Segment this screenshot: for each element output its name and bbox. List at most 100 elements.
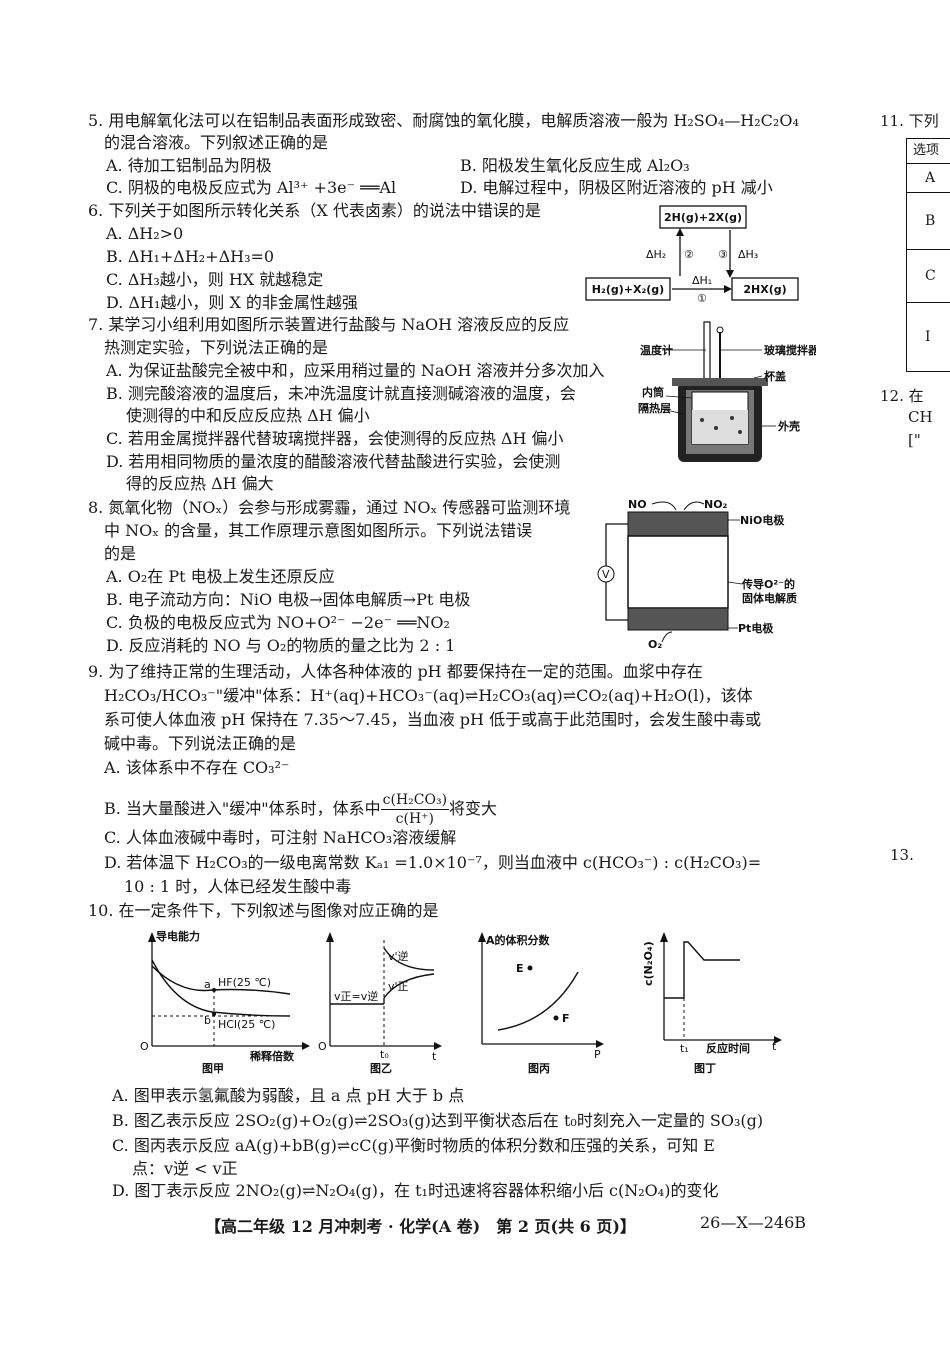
q7-stem-line2: 热测定实验，下列说法正确的是 [104, 338, 329, 357]
point-f [553, 1015, 559, 1021]
point-b [212, 1012, 216, 1016]
q6-dh1-label: ΔH₁ [692, 274, 712, 287]
no2-label: NO₂ [704, 498, 728, 511]
q6-top-box-label: 2H(g)+2X(g) [664, 211, 742, 224]
q7-option-d-line2: 得的反应热 ΔH 偏大 [126, 474, 274, 493]
q5-stem-line1: 5. 用电解氧化法可以在铝制品表面形成致密、耐腐蚀的氧化膜，电解质溶液一般为 H… [88, 111, 799, 130]
q9-stem-line2: H₂CO₃/HCO₃⁻"缓冲"体系：H⁺(aq)+HCO₃⁻(aq)⇌H₂CO₃… [104, 686, 753, 705]
q6-option-a: A. ΔH₂>0 [106, 224, 184, 243]
q7-option-d-line1: D. 若用相同物质的量浓度的醋酸溶液代替盐酸进行实验，会使测 [106, 452, 561, 471]
right-table-row-d: I [925, 329, 931, 345]
electrolyte-label-2: 固体电解质 [742, 591, 797, 605]
q6-dh2-label: ΔH₂ [646, 248, 666, 261]
q7-option-a: A. 为保证盐酸完全被中和，应采用稍过量的 NaOH 溶液并分多次加入 [106, 361, 605, 380]
q10-graph-bing: E F A的体积分数 P 图丙 [478, 932, 604, 1075]
q8-option-b: B. 电子流动方向：NiO 电极→固体电解质→Pt 电极 [106, 590, 471, 609]
q7-calorimeter-diagram: 温度计 玻璃搅拌器 杯盖 内筒 隔热层 外壳 [638, 321, 816, 462]
q10-option-d: D. 图丁表示反应 2NO₂(g)⇌N₂O₄(g)，在 t₁时迅速将容器体积缩小… [112, 1181, 719, 1200]
stirrer-label: 玻璃搅拌器 [764, 343, 816, 357]
eq-label: v正=v逆 [334, 989, 378, 1003]
q6-left-box-label: H₂(g)+X₂(g) [592, 283, 664, 296]
q10-graph-ding: c(N₂O₄) t₁ 反应时间 t 图丁 [642, 932, 782, 1075]
q6-dh3-label: ΔH₃ [738, 248, 758, 261]
q6-left-box [585, 277, 671, 301]
q6-top-box [659, 205, 747, 229]
nio-label: NiO电极 [740, 513, 785, 527]
yi-t-label: t [432, 1050, 437, 1063]
q8-option-d: D. 反应消耗的 NO 与 O₂的物质的量之比为 2 : 1 [106, 636, 456, 655]
thermometer-label: 温度计 [640, 343, 673, 357]
q6-option-b: B. ΔH₁+ΔH₂+ΔH₃=0 [106, 247, 275, 266]
v-fwd-label: v'正 [388, 980, 409, 993]
right-table-row-a: A [907, 164, 950, 193]
q10-graph-jia: a b HF(25 ℃) HCl(25 ℃) 导电能力 稀释倍数 O 图甲 [140, 929, 310, 1075]
hcl-curve [151, 959, 291, 1017]
hf-label: HF(25 ℃) [218, 976, 271, 989]
nio-electrode [627, 511, 729, 537]
q8-nox-sensor-diagram: V NO NO₂ NiO电极 传导O²⁻的 固体电解质 Pt电极 O₂ [597, 498, 797, 651]
q8-option-a: A. O₂在 Pt 电极上发生还原反应 [106, 567, 335, 586]
q8-stem-line2: 中 NOₓ 的含量，其工作原理示意图如图所示。下列说法错误 [104, 521, 533, 540]
q6-option-d: D. ΔH₁越小，则 X 的非金属性越强 [106, 293, 358, 312]
q9-fraction: c(H₂CO₃)c(H⁺) [380, 791, 450, 828]
page-footer-title: 【高二年级 12 月冲刺考 · 化学(A 卷) 第 2 页(共 6 页)】 [205, 1217, 636, 1236]
n2o4-concentration-line [664, 941, 740, 999]
point-e-label: E [516, 962, 524, 975]
q7-option-c: C. 若用金属搅拌器代替玻璃搅拌器，会使测得的反应热 ΔH 偏小 [106, 429, 564, 448]
q10-option-b: B. 图乙表示反应 2SO₂(g)+O₂(g)⇌2SO₃(g)达到平衡状态后在 … [112, 1111, 764, 1130]
ding-t-label: t [772, 1040, 777, 1053]
q6-option-c: C. ΔH₃越小，则 HX 就越稳定 [106, 270, 324, 289]
right-table-row-b: B [907, 193, 950, 250]
q7-stem-line1: 7. 某学习小组利用如图所示装置进行盐酸与 NaOH 溶液反应的反应 [88, 315, 570, 334]
q9-fraction-numerator: c(H₂CO₃) [380, 792, 450, 810]
shell-label: 外壳 [777, 419, 800, 433]
q5-option-d: D. 电解过程中，阴极区附近溶液的 pH 减小 [460, 178, 773, 197]
jia-origin: O [140, 1040, 149, 1053]
q6-n1-label: ① [697, 292, 707, 305]
bing-ylabel: A的体积分数 [486, 933, 551, 947]
q5-option-b: B. 阳极发生氧化反应生成 Al₂O₃ [460, 156, 690, 175]
right-q13-label: 13. [890, 846, 914, 864]
equilibrium-curve [497, 971, 579, 1031]
q6-n2-label: ② [684, 248, 694, 261]
q8-option-c: C. 负极的电极反应式为 NO+O²⁻ −2e⁻ ══NO₂ [106, 613, 450, 632]
forward-rate-curve [383, 973, 435, 999]
q9-option-b-pre: B. 当大量酸进入"缓冲"体系时，体系中 [104, 799, 381, 818]
jia-ylabel: 导电能力 [156, 929, 200, 943]
q10-stem: 10. 在一定条件下，下列叙述与图像对应正确的是 [88, 901, 439, 920]
yi-caption: 图乙 [370, 1062, 392, 1075]
q6-n3-label: ③ [718, 248, 728, 261]
lid-label: 杯盖 [764, 369, 786, 383]
q10-option-c-line1: C. 图丙表示反应 aA(g)+bB(g)⇌cC(g)平衡时物质的体积分数和压强… [112, 1136, 715, 1155]
q10-option-c-line2: 点：v逆 < v正 [132, 1159, 238, 1178]
solid-electrolyte [627, 535, 729, 609]
right-q12-label: 12. 在 [880, 387, 924, 405]
cup-lid [672, 378, 768, 386]
voltmeter [597, 565, 615, 583]
pt-electrode [627, 607, 729, 631]
q6-right-box-label: 2HX(g) [743, 283, 786, 296]
q9-option-b-post: 将变大 [449, 799, 498, 818]
q9-stem-line1: 9. 为了维持正常的生理活动，人体各种体液的 pH 都要保持在一定的范围。血浆中… [88, 662, 703, 681]
q9-option-d-line2: 10 : 1 时，人体已经发生酸中毒 [124, 877, 352, 896]
right-table-header: 选项 [907, 139, 950, 164]
right-q11-label: 11. 下列 [880, 112, 939, 130]
bing-xlabel: P [594, 1048, 601, 1061]
q6-stem: 6. 下列关于如图所示转化关系（X 代表卤素）的说法中错误的是 [88, 201, 541, 220]
q8-stem-line3: 的是 [104, 544, 137, 563]
v-rev-label: v'逆 [388, 949, 409, 963]
hcl-label: HCl(25 ℃) [218, 1018, 275, 1031]
right-q12-line2: CH [908, 408, 933, 426]
ding-caption: 图丁 [694, 1062, 716, 1075]
point-f-label: F [562, 1012, 570, 1025]
voltmeter-label: V [602, 568, 610, 581]
q5-option-a: A. 待加工铝制品为阴极 [106, 156, 272, 175]
q7-option-b-line2: 使测得的中和反应反应热 ΔH 偏小 [126, 406, 370, 425]
right-table-fragment: 选项 A B C I [906, 138, 950, 372]
no-label: NO [628, 498, 647, 511]
ding-ylabel: c(N₂O₄) [642, 941, 655, 986]
right-table-row-c: C [907, 250, 950, 303]
q6-energy-cycle-diagram: 2H(g)+2X(g) H₂(g)+X₂(g) 2HX(g) ΔH₂ ② ③ Δ… [585, 205, 799, 305]
point-e [527, 965, 533, 971]
right-q12-line3: [" [908, 431, 921, 449]
